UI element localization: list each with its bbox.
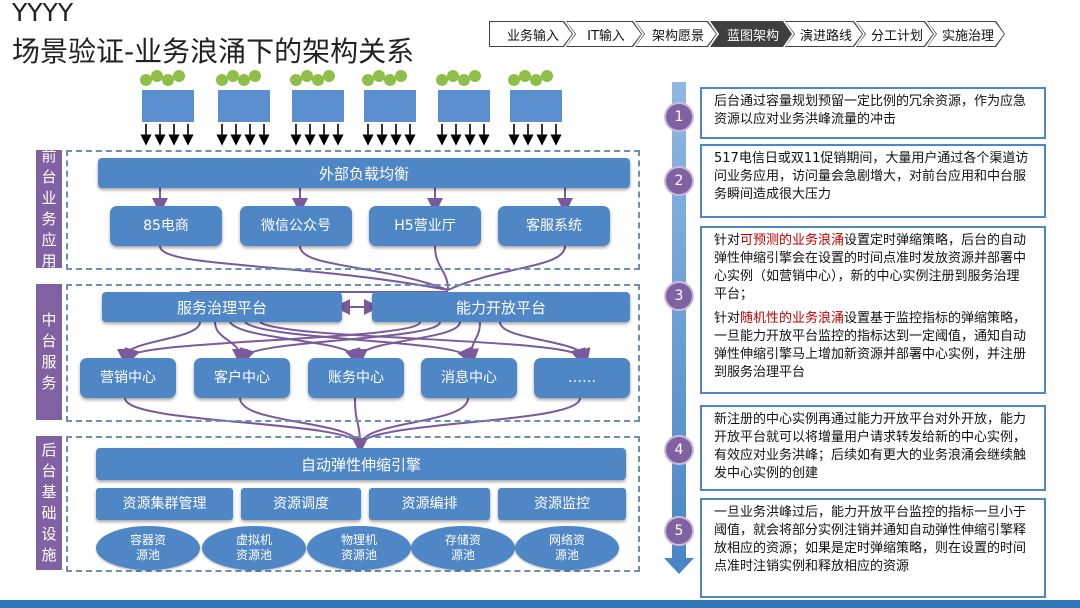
resource-module-1: 资源集群管理 bbox=[96, 488, 233, 520]
note-paragraph: 后台通过容量规划预留一定比例的冗余资源，作为应急资源以应对业务洪峰流量的冲击 bbox=[714, 93, 1032, 129]
step-1[interactable]: 业务输入 bbox=[489, 21, 573, 47]
note-text: 针对 bbox=[714, 311, 741, 326]
footer-bar bbox=[0, 600, 1080, 608]
resource-pool-3: 物理机资源池 bbox=[307, 526, 411, 570]
center-4: 消息中心 bbox=[421, 358, 517, 398]
app-1: 85电商 bbox=[110, 206, 222, 246]
auto-scaling-engine: 自动弹性伸缩引擎 bbox=[96, 448, 626, 480]
step-4[interactable]: 蓝图架构 bbox=[710, 21, 792, 47]
page-title: 场景验证-业务浪涌下的架构关系 bbox=[12, 35, 415, 68]
resource-module-4: 资源监控 bbox=[498, 488, 626, 520]
note-text: 后台通过容量规划预留一定比例的冗余资源，作为应急资源以应对业务洪峰流量的冲击 bbox=[714, 94, 1027, 127]
resource-pool-label: 存储资源池 bbox=[444, 533, 481, 562]
step-label: IT输入 bbox=[567, 22, 641, 46]
highlight-text: 随机性的业务浪涌 bbox=[740, 311, 845, 326]
note-1: 后台通过容量规划预留一定比例的冗余资源，作为应急资源以应对业务洪峰流量的冲击 bbox=[700, 87, 1046, 139]
step-6[interactable]: 分工计划 bbox=[856, 21, 934, 47]
user-group-icon bbox=[290, 70, 344, 146]
highlight-text: 可预测的业务浪涌 bbox=[740, 233, 845, 248]
step-label: 分工计划 bbox=[857, 22, 933, 46]
step-number-5: 5 bbox=[664, 516, 694, 546]
step-number-2: 2 bbox=[664, 166, 694, 196]
step-number-4: 4 bbox=[664, 435, 694, 465]
load-balancer: 外部负载均衡 bbox=[98, 158, 630, 188]
capability-open-platform: 能力开放平台 bbox=[372, 292, 630, 322]
user-group-icon bbox=[436, 70, 490, 146]
note-3: 针对可预测的业务浪涌设置定时弹缩策略，后台的自动弹性伸缩引擎会在设置的时间点准时… bbox=[700, 226, 1046, 394]
note-text: 新注册的中心实例再通过能力开放平台对外开放，能力开放平台就可以将增量用户请求转发… bbox=[714, 412, 1027, 481]
resource-pool-4: 存储资源池 bbox=[411, 526, 515, 570]
app-3: H5营业厅 bbox=[369, 206, 481, 246]
note-2: 517电信日或双11促销期间，大量用户通过各个渠道访问业务应用，访问量会急剧增大… bbox=[700, 144, 1046, 218]
note-paragraph: 517电信日或双11促销期间，大量用户通过各个渠道访问业务应用，访问量会急剧增大… bbox=[714, 150, 1032, 204]
service-governance-platform: 服务治理平台 bbox=[102, 292, 342, 322]
user-group-icon bbox=[140, 70, 194, 146]
note-paragraph: 一旦业务洪峰过后，能力开放平台监控的指标一旦小于阈值，就会将部分实例注销并通知自… bbox=[714, 504, 1032, 576]
note-4: 新注册的中心实例再通过能力开放平台对外开放，能力开放平台就可以将增量用户请求转发… bbox=[700, 405, 1046, 491]
user-group-icon bbox=[216, 70, 270, 146]
resource-pool-2: 虚拟机资源池 bbox=[202, 526, 306, 570]
note-text: 517电信日或双11促销期间，大量用户通过各个渠道访问业务应用，访问量会急剧增大… bbox=[714, 151, 1029, 202]
center-2: 客户中心 bbox=[194, 358, 290, 398]
section-label-front: 前台业务应用 bbox=[36, 147, 62, 270]
center-3: 账务中心 bbox=[308, 358, 404, 398]
step-label: 业务输入 bbox=[490, 22, 572, 46]
note-text: 设置定时弹缩策略，后台的自动弹性伸缩引擎会在设置的时间点准时发放资源并部署中心实… bbox=[714, 233, 1027, 302]
note-paragraph: 针对可预测的业务浪涌设置定时弹缩策略，后台的自动弹性伸缩引擎会在设置的时间点准时… bbox=[714, 232, 1032, 304]
section-label-middle: 中台服务 bbox=[36, 284, 62, 420]
note-paragraph: 针对随机性的业务浪涌设置基于监控指标的弹缩策略，一旦能力开放平台监控的指标达到一… bbox=[714, 310, 1032, 382]
resource-pool-label: 网络资源池 bbox=[548, 533, 585, 562]
step-label: 蓝图架构 bbox=[711, 22, 791, 46]
note-paragraph: 新注册的中心实例再通过能力开放平台对外开放，能力开放平台就可以将增量用户请求转发… bbox=[714, 411, 1032, 483]
resource-pool-label: 容器资源池 bbox=[129, 533, 166, 562]
resource-pool-1: 容器资源池 bbox=[96, 526, 200, 570]
step-5[interactable]: 演进路线 bbox=[785, 21, 863, 47]
step-2[interactable]: IT输入 bbox=[566, 21, 642, 47]
step-label: 演进路线 bbox=[786, 22, 862, 46]
resource-pool-5: 网络资源池 bbox=[515, 526, 619, 570]
center-5: …… bbox=[534, 358, 630, 398]
front-section-box bbox=[66, 150, 640, 270]
step-number-3: 3 bbox=[664, 281, 694, 311]
user-group-icon bbox=[508, 70, 562, 146]
app-2: 微信公众号 bbox=[240, 206, 352, 246]
resource-pool-label: 物理机资源池 bbox=[340, 533, 377, 562]
step-number-1: 1 bbox=[664, 102, 694, 132]
step-7[interactable]: 实施治理 bbox=[927, 21, 1005, 47]
back-section-box bbox=[66, 436, 640, 572]
step-label: 架构愿景 bbox=[636, 22, 716, 46]
note-text: 设置基于监控指标的弹缩策略，一旦能力开放平台监控的指标达到一定阈值，通知自动弹性… bbox=[714, 311, 1027, 380]
brand-name: YYYY bbox=[12, 0, 74, 27]
note-5: 一旦业务洪峰过后，能力开放平台监控的指标一旦小于阈值，就会将部分实例注销并通知自… bbox=[700, 498, 1046, 598]
resource-pool-label: 虚拟机资源池 bbox=[235, 533, 272, 562]
note-text: 针对 bbox=[714, 233, 741, 248]
user-group-icon bbox=[362, 70, 416, 146]
resource-module-3: 资源编排 bbox=[369, 488, 490, 520]
user-group-icons bbox=[140, 70, 562, 146]
app-4: 客服系统 bbox=[498, 206, 610, 246]
middle-section-box bbox=[66, 284, 640, 422]
center-1: 营销中心 bbox=[80, 358, 176, 398]
step-3[interactable]: 架构愿景 bbox=[635, 21, 717, 47]
section-label-back: 后台基础设施 bbox=[36, 436, 62, 570]
step-label: 实施治理 bbox=[928, 22, 1004, 46]
note-text: 一旦业务洪峰过后，能力开放平台监控的指标一旦小于阈值，就会将部分实例注销并通知自… bbox=[714, 505, 1027, 574]
resource-module-2: 资源调度 bbox=[241, 488, 361, 520]
